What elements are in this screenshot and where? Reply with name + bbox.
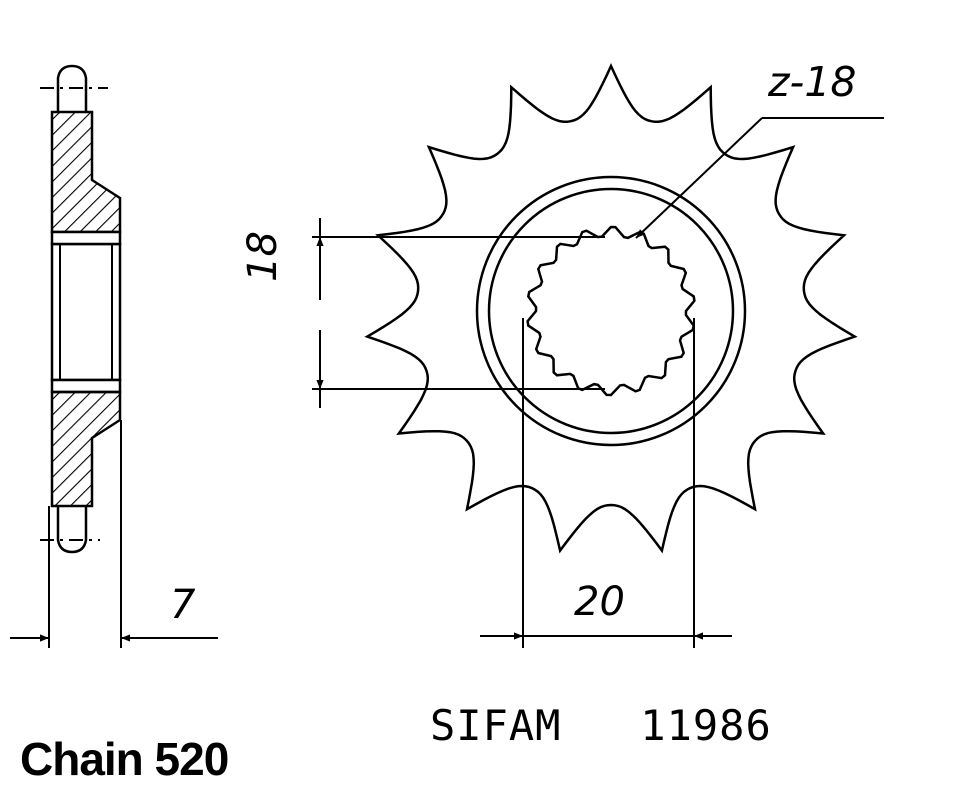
- width-label: 7: [170, 582, 196, 628]
- part-code-text: 11986: [640, 701, 772, 750]
- spline-width-label: 20: [574, 579, 625, 625]
- spline-bore: [526, 225, 696, 397]
- side-tooth-bottom: [56, 506, 88, 554]
- side-view: [40, 64, 122, 648]
- sprocket-outline: [364, 63, 858, 554]
- brand-text: SIFAM: [430, 701, 562, 750]
- dim-spline-width-lines: [480, 318, 732, 648]
- side-section-bottom: [50, 390, 122, 508]
- chain-size-label: Chain 520: [20, 733, 229, 785]
- side-section-top: [50, 110, 122, 234]
- dim-spline-height-lines: [312, 218, 605, 408]
- hub-ring-inner: [487, 187, 735, 435]
- side-bore: [50, 242, 122, 382]
- spline-height-label: 18: [240, 231, 286, 282]
- hub-ring-outer: [475, 175, 747, 447]
- tooth-count-label: z-18: [768, 58, 857, 106]
- side-tooth-top: [56, 64, 88, 112]
- part-caption: SIFAM 11986: [430, 705, 772, 747]
- tooth-count-leader: [635, 117, 884, 239]
- front-view: [364, 63, 858, 554]
